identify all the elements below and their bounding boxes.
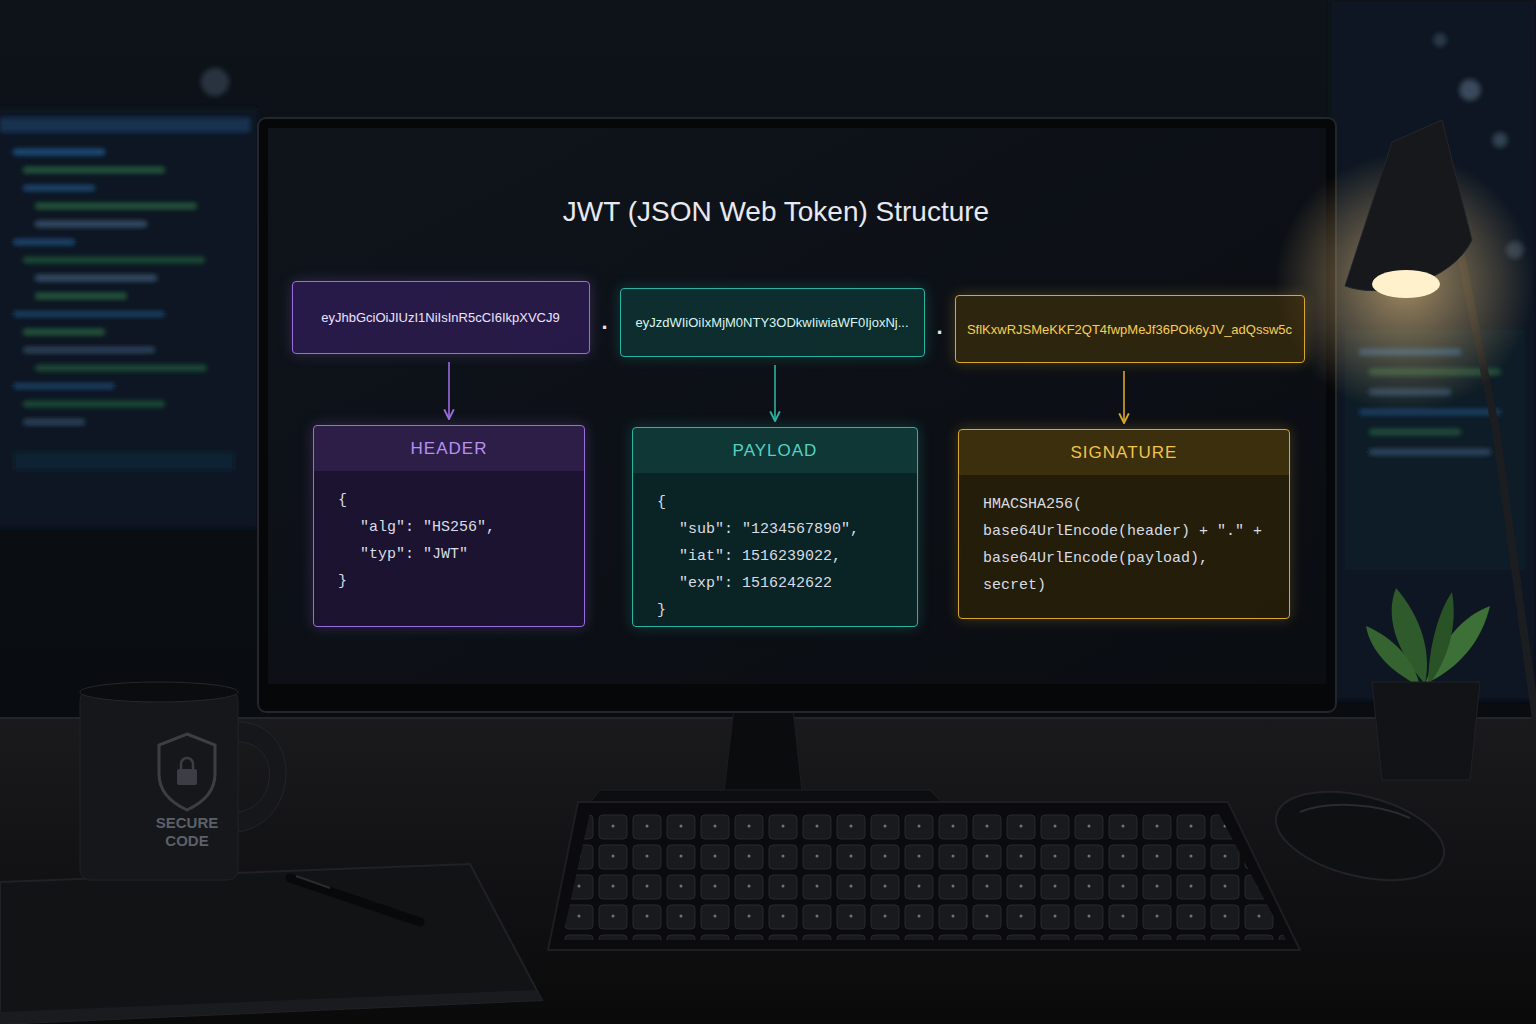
plant-leaf <box>1428 592 1454 686</box>
encoded-segment: SflKxwRJSMeKKF2QT4fwpMeJf36POk6yJV_adQss… <box>967 322 1292 337</box>
shield-icon <box>159 734 215 810</box>
monitor-neck <box>724 700 802 792</box>
code-line: "typ": "JWT" <box>314 541 584 568</box>
code-line <box>14 240 74 244</box>
section-heading: HEADER <box>314 426 584 471</box>
code-line <box>14 312 164 316</box>
section-heading: SIGNATURE <box>959 430 1289 475</box>
background-monitor <box>0 68 258 528</box>
code-line: "alg": "HS256", <box>314 514 584 541</box>
monitor-panel <box>0 108 258 528</box>
code-line: secret) <box>959 572 1289 599</box>
monitor-screen <box>268 128 1326 684</box>
token-segment: eyJzdWIiOiIxMjM0NTY3ODkwIiwiaWF0IjoxNj..… <box>620 288 925 357</box>
code-line: "exp": 1516242622 <box>633 570 917 597</box>
mouse <box>1267 776 1453 895</box>
mug-print: SECURE CODE <box>141 814 233 850</box>
code-line <box>14 384 114 388</box>
code-line <box>36 276 156 280</box>
code-line <box>24 420 84 424</box>
code-line: HMACSHA256( <box>959 491 1289 518</box>
encoded-segment: eyJhbGciOiJIUzI1NiIsInR5cCI6IkpXVCJ9 <box>321 310 559 325</box>
code-line <box>1370 430 1460 434</box>
city-light <box>1434 34 1446 46</box>
code-line: base64UrlEncode(header) + "." + <box>959 518 1289 545</box>
lamp-shade <box>1345 120 1472 291</box>
code-line <box>24 402 164 406</box>
mouse-highlight <box>1300 805 1410 818</box>
code-line <box>36 204 196 208</box>
code-line <box>36 366 206 370</box>
section-heading: PAYLOAD <box>633 428 917 473</box>
code-line: base64UrlEncode(payload), <box>959 545 1289 572</box>
decoded-panel: PAYLOAD {"sub": "1234567890","iat": 15162… <box>632 427 918 627</box>
code-line <box>14 150 104 154</box>
city-light <box>1493 133 1507 147</box>
token-segment: SflKxwRJSMeKKF2QT4fwpMeJf36POk6yJV_adQss… <box>955 295 1305 363</box>
decoded-panel: HEADER {"alg": "HS256","typ": "JWT"} <box>313 425 585 627</box>
city-light <box>1460 80 1480 100</box>
code-line: } <box>314 568 584 595</box>
code-line <box>24 348 154 352</box>
mug-body <box>80 690 238 880</box>
segment-separator: . <box>601 311 607 333</box>
code-line: "iat": 1516239022, <box>633 543 917 570</box>
code-line: "sub": "1234567890", <box>633 516 917 543</box>
notebook-pages <box>0 990 542 1024</box>
arrow-connector <box>1123 371 1125 423</box>
plant-pot <box>1372 682 1480 780</box>
bokeh-light <box>201 68 229 96</box>
notebook <box>0 864 542 1024</box>
pen-clip <box>296 876 330 888</box>
lock-shackle <box>181 758 193 770</box>
mug-handle <box>238 722 286 832</box>
monitor-bar <box>0 118 250 132</box>
code-line: { <box>633 489 917 516</box>
code-line <box>24 258 204 262</box>
keyboard-keys <box>562 812 1286 940</box>
code-line <box>36 222 146 226</box>
mug-rim <box>80 682 238 702</box>
pen <box>290 878 420 922</box>
monitor-bezel <box>258 118 1336 712</box>
code-line <box>36 294 126 298</box>
lock-body <box>177 769 197 785</box>
code-line: } <box>633 597 917 624</box>
lamp-bulb <box>1372 270 1440 298</box>
encoded-segment: eyJzdWIiOiIxMjM0NTY3ODkwIiwiaWF0IjoxNj..… <box>635 315 908 330</box>
code-line <box>1370 450 1490 454</box>
keyboard-body <box>548 802 1300 950</box>
code-line <box>24 186 94 190</box>
code-line <box>24 168 164 172</box>
arrow-connector <box>448 362 450 419</box>
code-line <box>24 330 104 334</box>
decoded-panel: SIGNATURE HMACSHA256(base64UrlEncode(head… <box>958 429 1290 619</box>
token-segment: eyJhbGciOiJIUzI1NiIsInR5cCI6IkpXVCJ9 <box>292 281 590 354</box>
status-bar <box>14 452 234 470</box>
plant-leaf <box>1366 626 1420 686</box>
code-line: { <box>314 487 584 514</box>
diagram-title: JWT (JSON Web Token) Structure <box>276 196 1276 228</box>
arrow-connector <box>774 365 776 421</box>
segment-separator: . <box>936 316 942 338</box>
